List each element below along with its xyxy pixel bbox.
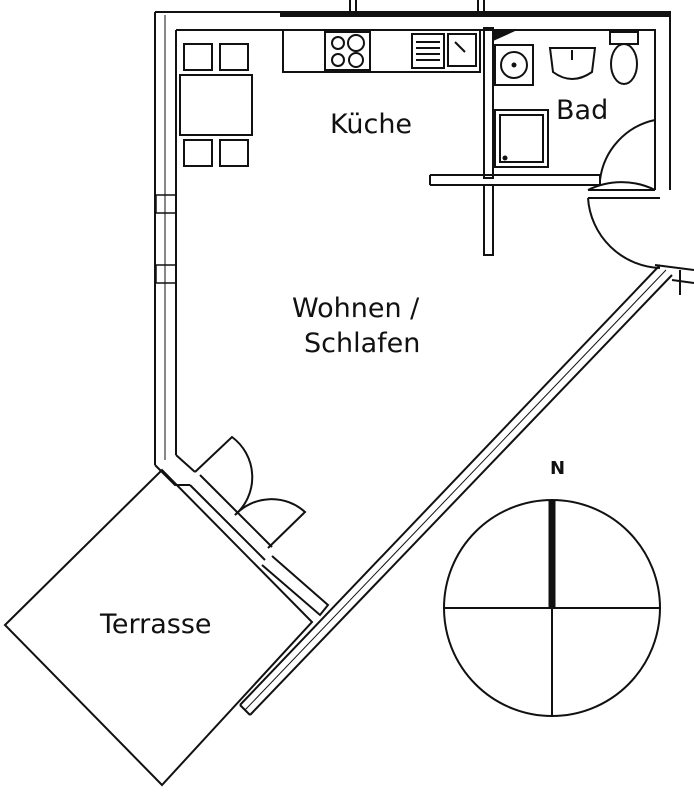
room-label-kitchen: Küche <box>330 109 413 140</box>
compass <box>443 499 661 717</box>
entrance-door <box>587 119 661 269</box>
outer-walls <box>154 11 694 716</box>
room-label-bath: Bad <box>556 95 609 126</box>
terrace-area <box>3 468 314 787</box>
room-label-living-1: Wohnen / <box>292 293 420 324</box>
compass-north-label: N <box>550 458 566 479</box>
room-label-terrace: Terrasse <box>100 609 212 640</box>
terrace-door <box>194 435 307 549</box>
room-label-living-2: Schlafen <box>304 328 421 359</box>
bath-fixtures <box>494 31 639 168</box>
bath-walls <box>429 27 601 256</box>
dining-table <box>179 43 253 167</box>
kitchen-counter <box>282 29 481 73</box>
